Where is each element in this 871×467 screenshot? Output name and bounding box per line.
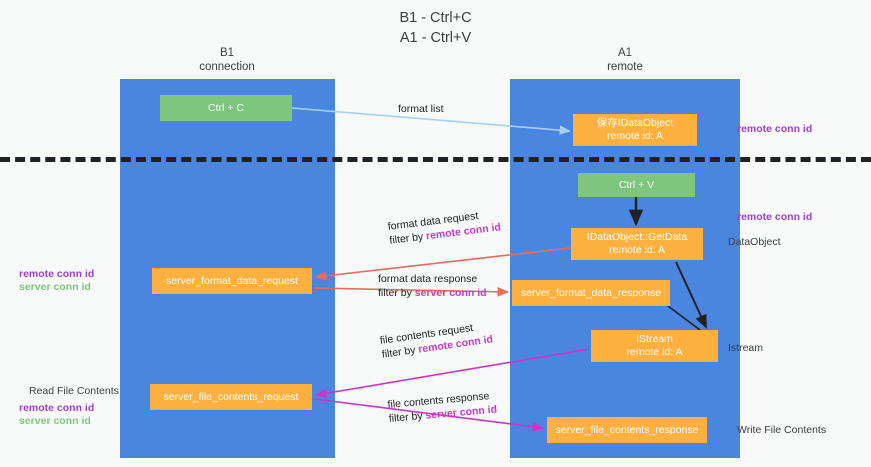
title-line-1: B1 - Ctrl+C bbox=[399, 10, 472, 26]
filter-prefix: filter by bbox=[381, 343, 420, 361]
node-server-file-contents-request[interactable]: server_file_contents_request bbox=[150, 384, 312, 410]
edge-label-file-contents-request: file contents request filter by remote c… bbox=[379, 318, 494, 361]
annotation-remote-conn-id-mid: remote conn id bbox=[737, 211, 813, 223]
node-istream-line1: IStream bbox=[636, 333, 673, 345]
node-get-data-line1: IDataObject::GetData bbox=[586, 231, 688, 243]
node-data-object-line1: 保存IDataObject bbox=[596, 117, 674, 129]
lane-b1-subtitle: connection bbox=[199, 61, 255, 73]
lane-header-b1: B1 connection bbox=[137, 46, 317, 74]
node-server-file-contents-request-label: server_file_contents_request bbox=[163, 390, 299, 403]
node-get-data-line2: remote id: A bbox=[608, 244, 666, 256]
annotation-read-file-contents: Read File Contents bbox=[29, 385, 119, 397]
node-get-data[interactable]: IDataObject::GetData remote id: A bbox=[571, 228, 703, 260]
annotation-data-object: DataObject bbox=[728, 236, 781, 248]
filter-key: server conn id bbox=[414, 287, 487, 299]
node-istream[interactable]: IStream remote id: A bbox=[591, 330, 718, 362]
edge-label-file-contents-response: file contents response filter by server … bbox=[387, 389, 498, 426]
edge-label-format-data-response: format data response filter by server co… bbox=[378, 272, 487, 300]
edge-label-format-list: format list bbox=[398, 102, 444, 116]
lane-b1-name: B1 bbox=[219, 47, 235, 59]
edge-label-format-list-text: format list bbox=[398, 103, 444, 115]
annotation-conn-id-group-2: remote conn id server conn id bbox=[19, 402, 94, 428]
node-server-file-contents-response[interactable]: server_file_contents_response bbox=[547, 417, 707, 443]
node-ctrl-c-label: Ctrl + C bbox=[208, 101, 244, 114]
node-server-format-data-response[interactable]: server_format_data_response bbox=[512, 280, 670, 306]
annotation-remote-conn-id-top: remote conn id bbox=[737, 123, 813, 135]
annotation-server-conn-id-1: server conn id bbox=[19, 281, 91, 293]
node-server-format-data-request-label: server_format_data_request bbox=[166, 274, 298, 287]
lane-header-a1: A1 remote bbox=[535, 46, 715, 74]
lane-a1-name: A1 bbox=[617, 47, 633, 59]
annotation-remote-conn-id-1: remote conn id bbox=[19, 268, 95, 280]
node-data-object[interactable]: 保存IDataObject remote id: A bbox=[573, 114, 697, 146]
node-data-object-line2: remote id: A bbox=[606, 130, 664, 142]
page-title: B1 - Ctrl+C A1 - Ctrl+V bbox=[0, 8, 871, 48]
title-line-2: A1 - Ctrl+V bbox=[399, 30, 472, 46]
node-ctrl-c[interactable]: Ctrl + C bbox=[160, 95, 292, 121]
node-server-file-contents-response-label: server_file_contents_response bbox=[555, 423, 699, 436]
filter-prefix: filter by bbox=[388, 230, 427, 247]
annotation-remote-conn-id-2: remote conn id bbox=[19, 402, 95, 414]
lane-a1-subtitle: remote bbox=[607, 61, 643, 73]
annotation-istream: Istream bbox=[728, 342, 764, 354]
phase-divider bbox=[0, 157, 871, 162]
edge-label-format-data-request: format data request filter by remote con… bbox=[387, 206, 502, 247]
annotation-server-conn-id-2: server conn id bbox=[19, 415, 91, 427]
node-server-format-data-request[interactable]: server_format_data_request bbox=[152, 268, 312, 294]
annotation-conn-id-group-1: remote conn id server conn id bbox=[19, 268, 94, 294]
node-server-format-data-response-label: server_format_data_response bbox=[520, 286, 662, 299]
node-ctrl-v-label: Ctrl + V bbox=[618, 178, 655, 191]
filter-prefix: filter by bbox=[378, 287, 415, 299]
node-istream-line2: remote id: A bbox=[626, 346, 683, 358]
node-ctrl-v[interactable]: Ctrl + V bbox=[578, 173, 695, 197]
filter-prefix: filter by bbox=[388, 409, 426, 425]
edge-label-format-data-response-filter: filter by server conn id bbox=[378, 286, 487, 300]
edge-label-format-data-response-line1: format data response bbox=[378, 273, 478, 285]
annotation-write-file-contents: Write File Contents bbox=[737, 424, 827, 436]
